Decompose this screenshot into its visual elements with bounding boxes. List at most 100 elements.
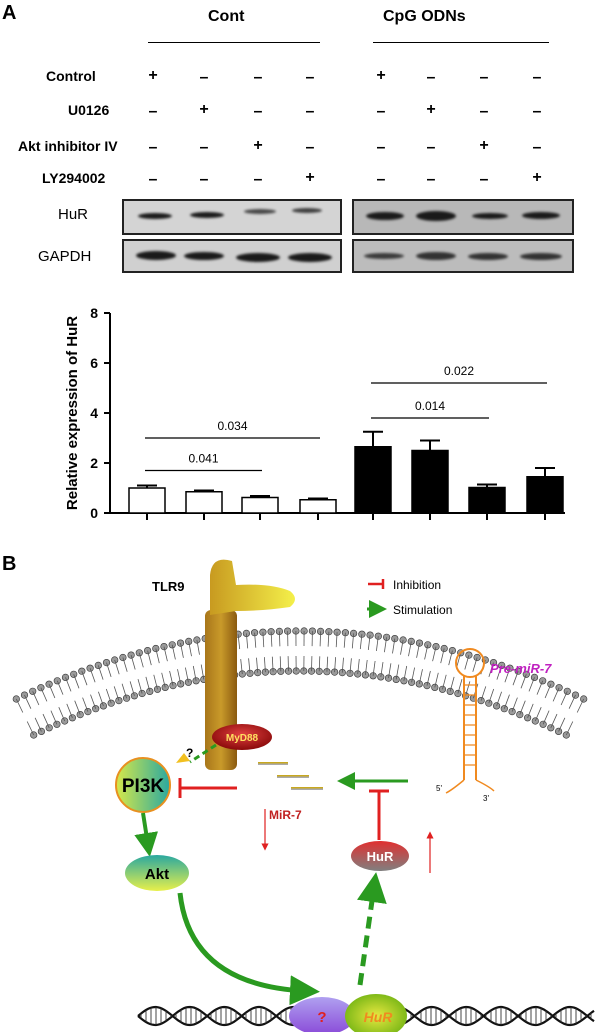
lipid-tail xyxy=(177,669,182,684)
lipid-head xyxy=(485,699,493,707)
lipid-head xyxy=(177,680,185,688)
lipid-head xyxy=(399,636,407,644)
minus-sign: – xyxy=(376,171,386,188)
lipid-tail xyxy=(568,694,576,709)
lipid-head xyxy=(37,727,46,735)
lipid-tail xyxy=(349,658,352,674)
lipid-tail xyxy=(384,637,387,653)
lipid-tail xyxy=(271,656,274,672)
myd88-label: MyD88 xyxy=(226,733,259,744)
lipid-tail xyxy=(319,631,321,647)
lipid-head xyxy=(392,675,400,683)
p-value-label: 0.022 xyxy=(444,364,474,378)
lipid-tail xyxy=(343,632,346,648)
lipid-tail xyxy=(326,656,329,672)
lipid-tail xyxy=(138,652,144,668)
lipid-tail xyxy=(464,654,470,670)
lipid-tail xyxy=(380,662,384,677)
lipid-tail xyxy=(335,632,338,648)
lipid-tail xyxy=(560,691,568,706)
minus-sign: – xyxy=(532,103,542,120)
lipid-tail xyxy=(544,684,552,699)
lipid-tail xyxy=(262,632,265,648)
myd88-node xyxy=(212,724,272,750)
hur-expression-arrow xyxy=(357,872,387,986)
minus-sign: – xyxy=(305,139,315,156)
lipid-head xyxy=(415,680,423,688)
minus-sign: – xyxy=(148,171,158,188)
lipid-tail xyxy=(472,657,478,672)
lipid-tail xyxy=(98,691,104,707)
lipid-tail xyxy=(50,710,58,725)
lipid-tail xyxy=(488,662,494,678)
lipid-tail xyxy=(256,657,259,673)
group-label-cpg: CpG ODNs xyxy=(383,8,466,25)
lipid-tail xyxy=(32,691,40,706)
lipid-head xyxy=(20,691,29,699)
lipid-tail xyxy=(48,684,56,699)
lipid-tail xyxy=(264,657,266,673)
lipid-tail xyxy=(40,687,48,702)
band xyxy=(236,253,280,262)
question-mark-small: ? xyxy=(186,746,193,760)
lipid-tail xyxy=(196,639,200,655)
lipid-tail xyxy=(576,698,585,713)
lipid-head xyxy=(500,705,508,713)
plus-sign: + xyxy=(148,67,158,84)
mir7-label: MiR-7 xyxy=(269,808,302,822)
lipid-tail xyxy=(97,665,104,680)
y-tick-label: 4 xyxy=(90,405,98,421)
lipid-tail xyxy=(442,674,447,690)
lipid-head xyxy=(383,633,391,641)
legend: Inhibition Stimulation xyxy=(367,578,452,618)
group-underline-cpg xyxy=(373,42,549,43)
lipid-tail xyxy=(457,678,463,694)
blot-gapdh-cpg xyxy=(352,239,574,273)
lipid-tail xyxy=(246,633,249,649)
panel-a-letter: A xyxy=(2,2,17,24)
lipid-tail xyxy=(81,671,88,686)
plus-sign: + xyxy=(253,137,263,154)
lipid-tail xyxy=(376,636,379,652)
lipid-tail xyxy=(432,646,437,662)
akt-to-transcription-arrow xyxy=(177,892,320,1006)
lipid-tail xyxy=(511,697,518,712)
lipid-tail xyxy=(73,674,80,689)
lipid-tail xyxy=(416,643,420,658)
lipid-head xyxy=(473,653,481,662)
panel-b-letter: B xyxy=(2,553,17,575)
mir7-strands-icon xyxy=(258,762,323,790)
lipid-tail xyxy=(318,656,321,672)
minus-sign: – xyxy=(148,139,158,156)
lipid-tail xyxy=(171,644,176,660)
legend-inhibition: Inhibition xyxy=(393,578,441,592)
minus-sign: – xyxy=(426,69,436,86)
hur-gene-node xyxy=(345,994,407,1032)
group-label-cont: Cont xyxy=(208,8,245,25)
band xyxy=(520,253,562,260)
bar xyxy=(241,496,279,514)
lipid-tail xyxy=(155,648,160,664)
y-tick-label: 0 xyxy=(90,505,98,521)
lipid-head xyxy=(107,699,115,707)
band xyxy=(292,208,322,213)
lipid-head xyxy=(377,673,385,681)
band xyxy=(364,253,404,259)
lipid-tail xyxy=(66,703,73,718)
lipid-tail xyxy=(465,681,471,696)
lipid-head xyxy=(99,702,107,710)
minus-sign: – xyxy=(479,103,489,120)
lipid-head xyxy=(391,634,399,643)
lipid-head xyxy=(146,687,154,695)
lipid-tail xyxy=(237,634,241,650)
lipid-head xyxy=(176,639,185,647)
bar xyxy=(185,491,223,514)
myd88-to-pi3k-arrow xyxy=(189,743,217,764)
pre-mir7-label: Pre-miR-7 xyxy=(490,661,552,676)
band xyxy=(184,252,224,260)
pre-mir7-hairpin-icon xyxy=(445,648,495,794)
lipid-tail xyxy=(89,668,96,683)
plus-sign: + xyxy=(376,67,386,84)
bar xyxy=(299,499,337,514)
